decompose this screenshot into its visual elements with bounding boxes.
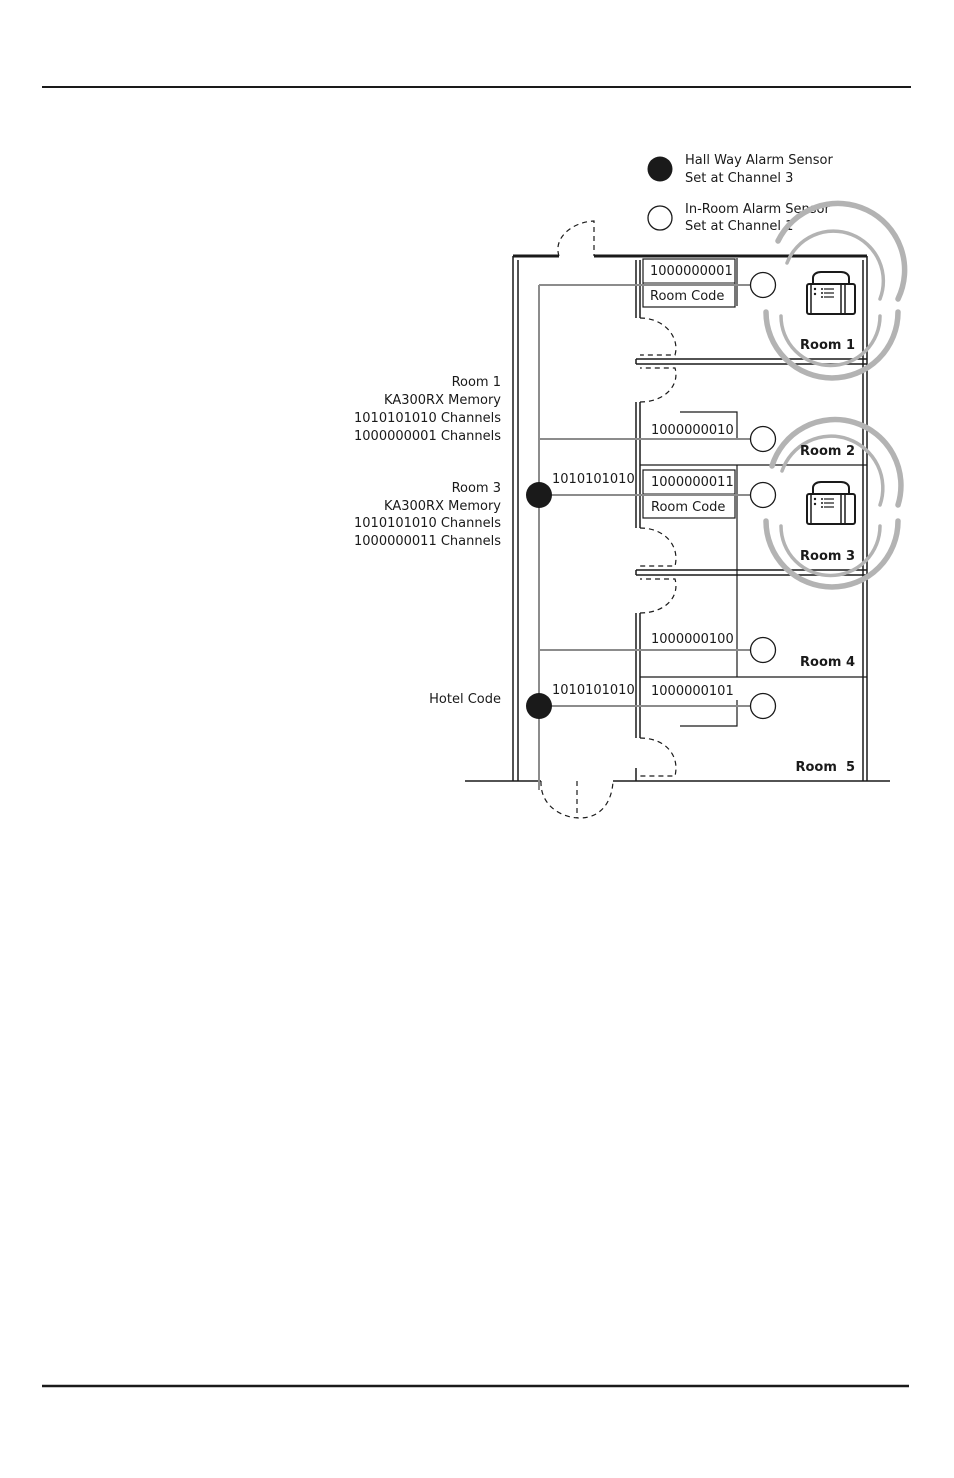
legend-inroom-line2: Set at Channel 1 xyxy=(685,219,793,234)
room2-bracket xyxy=(680,411,738,440)
legend: Hall Way Alarm Sensor Set at Channel 3 I… xyxy=(647,153,834,234)
legend-hallway-line2: Set at Channel 3 xyxy=(685,171,793,186)
legend-hallway-line1: Hall Way Alarm Sensor xyxy=(685,153,834,168)
hotel-code-label: Hotel Code xyxy=(429,692,501,707)
exit-door-bottom xyxy=(540,780,614,819)
room2-sensor-icon xyxy=(749,425,777,453)
hallway-sensors xyxy=(526,482,552,719)
room1-note-line3: 1010101010 Channels xyxy=(354,411,501,426)
room1-code-label: Room Code xyxy=(650,289,724,304)
sensor-wiring xyxy=(538,284,763,790)
building-walls xyxy=(465,254,890,782)
room4-code: 1000000100 xyxy=(651,632,734,647)
legend-inroom-line1: In-Room Alarm Sensor xyxy=(685,202,831,217)
hall-code-lower: 1010101010 xyxy=(552,683,635,698)
room3-code: 1000000011 xyxy=(651,475,734,490)
door-swings xyxy=(540,220,677,819)
hallway-sensor-upper-icon xyxy=(526,482,552,508)
room3-note-line2: KA300RX Memory xyxy=(384,499,501,514)
room1-sensor-icon xyxy=(749,271,777,299)
room5-sensor-icon xyxy=(749,692,777,720)
pager-receiver-icon xyxy=(806,271,856,315)
room3-note-line3: 1010101010 Channels xyxy=(354,516,501,531)
room1-code: 1000000001 xyxy=(650,264,733,279)
room4-name: Room 4 xyxy=(800,655,855,670)
code-boxes xyxy=(642,258,738,727)
alarm-waves-room3 xyxy=(763,416,904,590)
inroom-sensors xyxy=(749,271,777,720)
pager-receiver-icon xyxy=(806,481,856,525)
alarm-waves-room1 xyxy=(763,200,908,381)
room5-code: 1000000101 xyxy=(651,684,734,699)
inroom-sensor-legend-icon xyxy=(647,205,673,231)
room2-name: Room 2 xyxy=(800,444,855,459)
room3-code-label: Room Code xyxy=(651,500,725,515)
hall-code-upper: 1010101010 xyxy=(552,472,635,487)
room1-name: Room 1 xyxy=(800,338,855,353)
room3-note-line1: Room 3 xyxy=(452,481,501,496)
left-annotations: Room 1 KA300RX Memory 1010101010 Channel… xyxy=(354,375,501,707)
room1-note-line4: 1000000001 Channels xyxy=(354,429,501,444)
room4-sensor-icon xyxy=(749,636,777,664)
room1-note-line1: Room 1 xyxy=(452,375,501,390)
hallway-sensor-legend-icon xyxy=(647,156,673,182)
hallway-sensor-lower-icon xyxy=(526,693,552,719)
room1-note-line2: KA300RX Memory xyxy=(384,393,501,408)
room3-sensor-icon xyxy=(749,481,777,509)
room2-code: 1000000010 xyxy=(651,423,734,438)
entry-door-top xyxy=(557,220,595,257)
room3-name: Room 3 xyxy=(800,549,855,564)
room3-note-line4: 1000000011 Channels xyxy=(354,534,501,549)
room5-name: Room 5 xyxy=(795,760,855,775)
room5-bracket xyxy=(680,700,738,727)
